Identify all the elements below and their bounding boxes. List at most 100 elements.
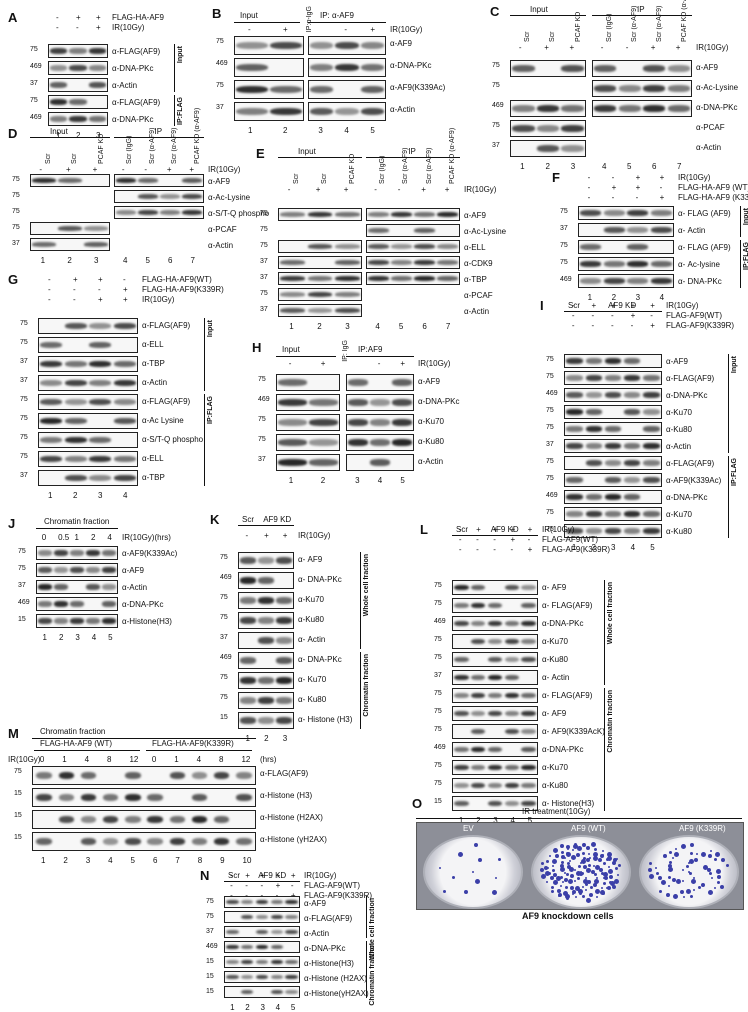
group-label: Input <box>743 208 748 226</box>
colony <box>600 886 603 889</box>
colony <box>491 889 497 895</box>
mw-marker: 37 <box>546 441 554 448</box>
mw-marker: 75 <box>20 396 28 403</box>
mw-marker: 75 <box>260 210 268 217</box>
colony <box>572 893 575 896</box>
lane-number: 3 <box>85 856 91 865</box>
sign: - <box>374 185 377 194</box>
antibody-label: α-AF9(K339Ac) <box>666 476 722 485</box>
band <box>454 674 469 681</box>
band <box>369 399 390 406</box>
mw-marker: 75 <box>434 636 442 643</box>
band <box>310 85 334 94</box>
blot-strip <box>564 422 662 436</box>
band <box>280 212 306 217</box>
blot-strip <box>578 257 674 271</box>
header-rule <box>592 15 692 16</box>
band <box>49 99 68 105</box>
group-label: Input <box>207 320 214 338</box>
antibody-label: α-Ac Lysine <box>142 416 184 425</box>
band <box>125 771 141 780</box>
sign: - <box>377 359 381 368</box>
antibody-label: α-S/T-Q phospho <box>142 435 204 444</box>
antibody-label: α-AF9 <box>666 357 688 366</box>
blot-strip <box>276 394 340 411</box>
band <box>624 375 641 381</box>
mw-marker: 37 <box>20 377 28 384</box>
title-rule <box>416 818 742 819</box>
colony <box>688 871 690 873</box>
condition-label: IR(10Gy) <box>678 173 711 182</box>
colony <box>573 843 579 849</box>
blot-strip <box>238 572 294 589</box>
colony <box>649 862 653 866</box>
column-label: PCAF KD <box>98 133 105 164</box>
group-rule <box>34 750 140 751</box>
colony <box>551 885 555 889</box>
band <box>627 261 649 267</box>
band <box>471 782 486 789</box>
mw-marker: 75 <box>260 226 268 233</box>
band <box>347 439 368 446</box>
band <box>347 379 368 386</box>
header-rule <box>114 137 204 138</box>
band <box>102 618 116 624</box>
sign: - <box>458 535 462 544</box>
lane-number: 4 <box>377 476 383 485</box>
band <box>113 417 136 425</box>
lane-number: 5 <box>130 856 135 865</box>
group-bracket <box>604 580 605 685</box>
sign: - <box>493 545 496 554</box>
lane-number: 2 <box>283 126 288 135</box>
sign: - <box>571 311 575 320</box>
colony <box>555 854 560 859</box>
sign: - <box>121 165 125 174</box>
lane-number: 3 <box>345 322 350 331</box>
antibody-label: α- FLAG (AF9) <box>678 243 731 252</box>
band <box>521 746 536 753</box>
colony <box>553 848 559 854</box>
group-label: Chromatin fraction <box>363 654 370 717</box>
blot-strip <box>48 112 108 126</box>
sign: + <box>675 43 681 52</box>
antibody-label: α- DNA-PKc <box>298 575 342 584</box>
mw-marker: 15 <box>434 798 442 805</box>
colony <box>675 878 681 884</box>
blot-strip <box>308 58 386 77</box>
colony <box>579 862 582 865</box>
band <box>360 63 384 72</box>
time-label: 1 <box>74 533 79 542</box>
sign: - <box>260 892 263 900</box>
blot-strip <box>36 614 118 628</box>
title-rule <box>36 528 118 529</box>
sign: + <box>611 183 617 192</box>
mw-marker: 75 <box>492 82 500 89</box>
band <box>307 244 333 249</box>
colony <box>563 857 566 860</box>
header-label: Input <box>530 5 548 14</box>
lane-number: 2 <box>320 476 326 485</box>
band <box>487 656 503 663</box>
panel-letter: K <box>210 512 220 527</box>
lane-number: 4 <box>275 1003 281 1012</box>
band <box>147 793 163 802</box>
condition-label: IR(10Gy) <box>142 295 175 304</box>
colony <box>594 878 600 884</box>
band <box>624 460 641 466</box>
colony <box>578 892 582 896</box>
antibody-label: α-AF9 <box>464 211 486 220</box>
band <box>603 210 625 216</box>
band <box>454 764 469 771</box>
band <box>275 617 293 624</box>
band <box>86 550 100 556</box>
band <box>125 815 141 824</box>
band <box>226 974 239 980</box>
header-label: AF9 KD <box>490 525 519 534</box>
band <box>285 959 298 965</box>
lane-number: 1 <box>571 543 577 552</box>
band <box>604 426 622 432</box>
band <box>89 341 112 349</box>
antibody-label: α-Histone(γH2AX) <box>304 989 369 998</box>
band <box>147 815 163 824</box>
